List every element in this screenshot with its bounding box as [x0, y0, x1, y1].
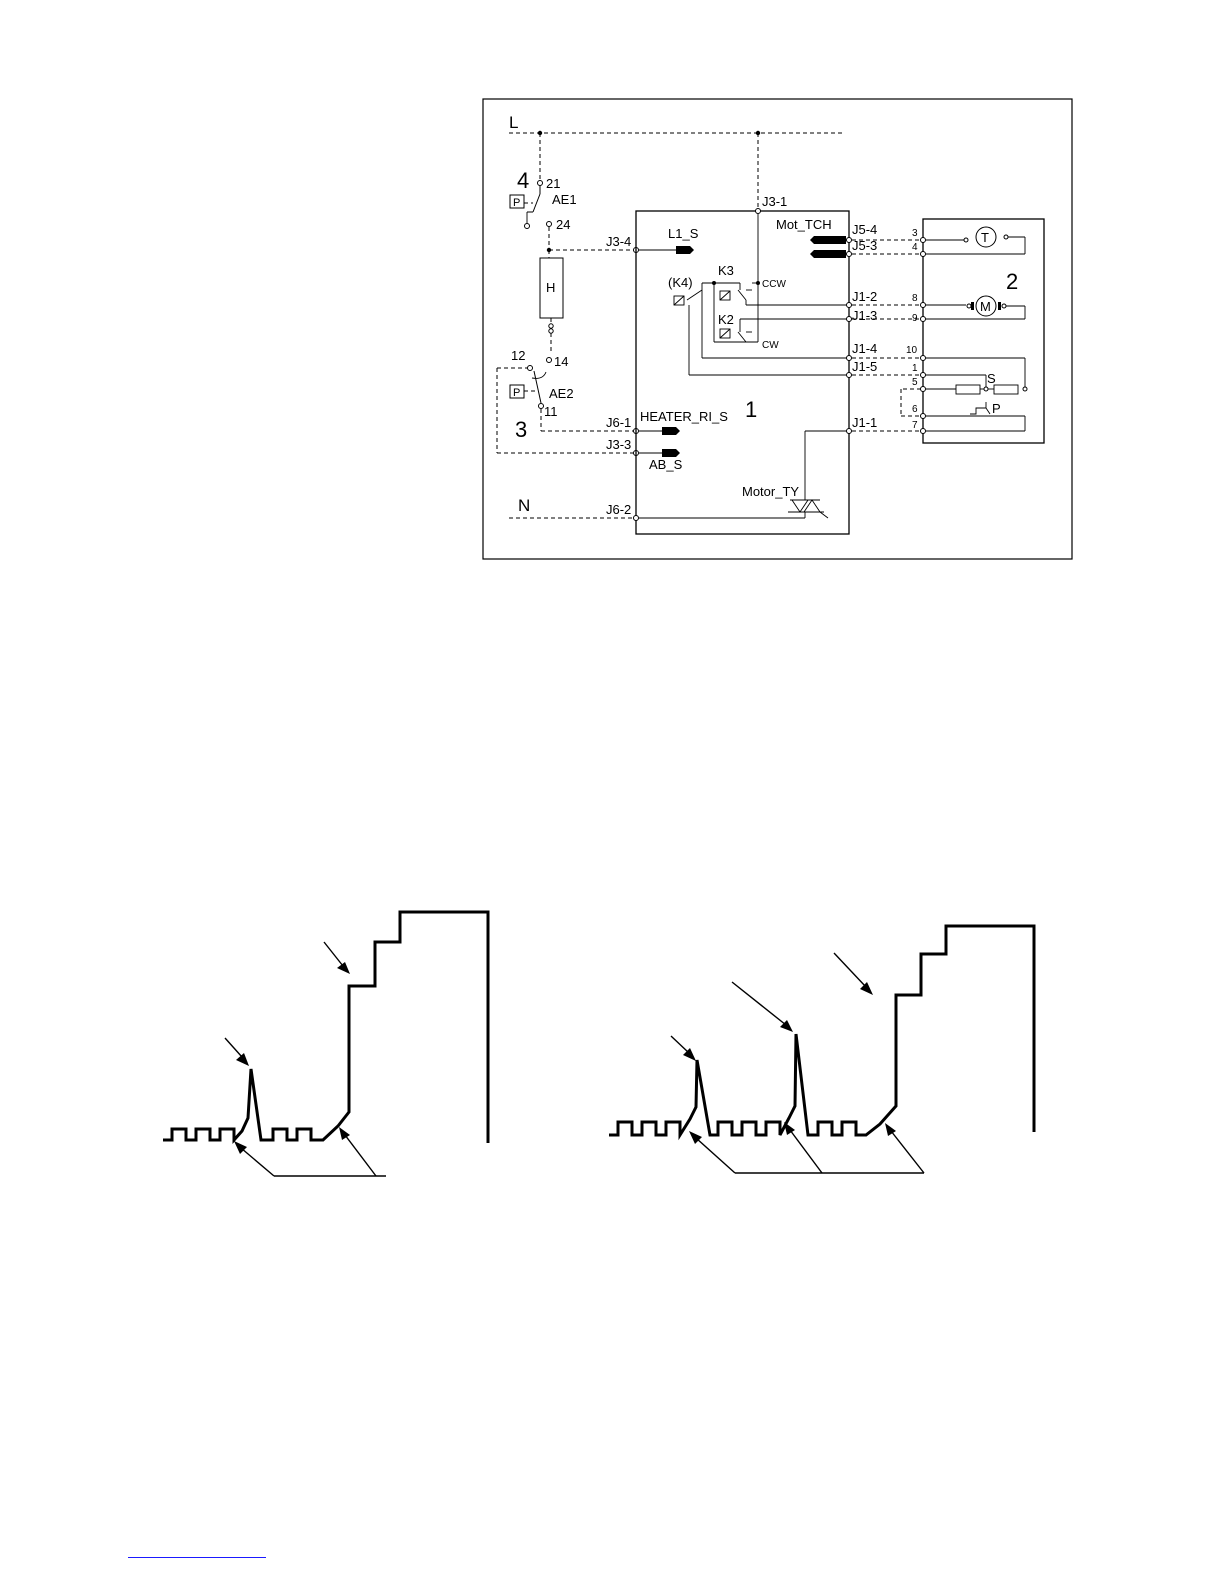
ae2-contact: [534, 371, 541, 403]
svg-text:J1-2: J1-2: [852, 289, 877, 304]
signal-heater-ri-s: HEATER_RI_S: [640, 409, 728, 424]
svg-text:J1-3: J1-3: [852, 308, 877, 323]
callout-2: 2: [1006, 269, 1018, 294]
waveform-right-trace: [609, 926, 1034, 1135]
conn-j3-3: J3-3: [606, 437, 631, 452]
heater-label: H: [546, 280, 555, 295]
callout-1: 1: [745, 397, 757, 422]
ccw-label: CCW: [762, 279, 786, 290]
ae2-pin-11: 11: [544, 404, 558, 419]
signal-mot-tch: Mot_TCH: [776, 217, 832, 232]
svg-text:T: T: [981, 230, 989, 245]
triac-symbol: [788, 500, 828, 518]
waveform-left-arrows: [225, 942, 386, 1176]
signal-ab-s: AB_S: [649, 457, 683, 472]
waveform-left-trace: [163, 912, 488, 1143]
conn-j6-2: J6-2: [606, 502, 631, 517]
arrow-head: [885, 1123, 896, 1136]
conn-j3-1: J3-1: [762, 194, 787, 209]
svg-text:1: 1: [912, 363, 918, 374]
waveform-left: [163, 912, 488, 1176]
sensor-label: S: [987, 371, 996, 386]
svg-text:6: 6: [912, 404, 918, 415]
svg-text:P: P: [513, 387, 520, 399]
ae2-pin-12: 12: [511, 348, 525, 363]
svg-text:J1-1: J1-1: [852, 415, 877, 430]
callout-4: 4: [517, 168, 529, 193]
waveform-right: [609, 926, 1034, 1173]
conn-j3-4: J3-4: [606, 234, 631, 249]
relay-k3-label: K3: [718, 263, 734, 278]
pressostat-label: P: [992, 401, 1001, 416]
cw-label: CW: [762, 340, 779, 351]
signal-l1-s: L1_S: [668, 226, 699, 241]
footer-rule: [128, 1557, 266, 1558]
ae2-label: AE2: [549, 386, 574, 401]
svg-text:P: P: [513, 197, 520, 209]
svg-text:J5-4: J5-4: [852, 222, 877, 237]
neutral-rail-label: N: [518, 496, 530, 515]
svg-text:10: 10: [906, 345, 918, 356]
ae1-label: AE1: [552, 192, 577, 207]
svg-text:4: 4: [912, 242, 918, 253]
svg-text:9: 9: [912, 313, 918, 324]
relay-k4-label: (K4): [668, 275, 693, 290]
svg-text:3: 3: [912, 228, 918, 239]
svg-text:J1-4: J1-4: [852, 341, 877, 356]
svg-text:8: 8: [912, 293, 918, 304]
arrow-head: [236, 1053, 249, 1066]
wiring-schematic: L N 4 21 AE1 P 24 J3-4 H: [483, 99, 1072, 559]
field-winding-1: [956, 385, 980, 394]
conn-j6-1: J6-1: [606, 415, 631, 430]
ae1-pin-21: 21: [546, 176, 560, 191]
relay-k2-label: K2: [718, 312, 734, 327]
arrow-head: [784, 1122, 795, 1135]
svg-text:7: 7: [912, 420, 918, 431]
line-rail-label: L: [509, 113, 518, 132]
callout-3: 3: [515, 417, 527, 442]
triac-label: Motor_TY: [742, 484, 799, 499]
svg-text:5: 5: [912, 377, 918, 388]
motor-unit: [923, 219, 1044, 443]
arrow-head: [860, 982, 873, 995]
svg-text:M: M: [980, 299, 991, 314]
ae1-pin-24: 24: [556, 217, 570, 232]
arrow-head: [339, 1127, 350, 1140]
ae1-contact: [533, 194, 540, 212]
arrow-head: [337, 962, 350, 974]
waveform-right-arrows: [671, 953, 924, 1173]
svg-text:J1-5: J1-5: [852, 359, 877, 374]
ae2-pin-14: 14: [554, 354, 568, 369]
pressostat-symbol: [970, 402, 990, 414]
field-winding-2: [994, 385, 1018, 394]
